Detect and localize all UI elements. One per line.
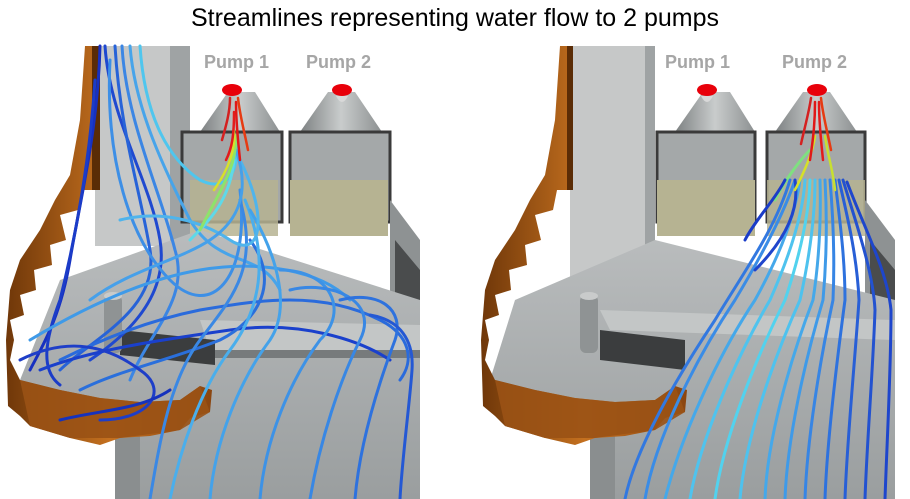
pump2-head bbox=[332, 84, 352, 96]
panel-pump2-running: Pump 1 Pump 2 bbox=[455, 40, 910, 499]
streamlines-right bbox=[623, 96, 893, 499]
pump2-head bbox=[807, 84, 827, 96]
pump1-label: Pump 1 bbox=[204, 52, 270, 72]
panel-pump1-running: Pump 1 Pump 2 bbox=[0, 40, 455, 499]
inlet-channel-wall bbox=[570, 46, 645, 286]
pump1-screen bbox=[657, 180, 755, 236]
pump1-head bbox=[222, 84, 242, 96]
pillar bbox=[580, 295, 598, 353]
divider-wall bbox=[600, 330, 685, 370]
divider-wall bbox=[120, 330, 215, 365]
pump2-label: Pump 2 bbox=[306, 52, 372, 72]
pump2-label: Pump 2 bbox=[782, 52, 848, 72]
pump2-screen bbox=[290, 180, 388, 236]
pump2-housing bbox=[300, 92, 382, 132]
figure-title: Streamlines representing water flow to 2… bbox=[190, 4, 720, 32]
pump1-head bbox=[697, 84, 717, 96]
inlet-channel-wall bbox=[95, 46, 170, 246]
sump-model-left bbox=[6, 44, 420, 499]
pump1-housing bbox=[675, 92, 755, 132]
pump1-label: Pump 1 bbox=[665, 52, 731, 72]
streamlines-left bbox=[18, 44, 414, 499]
sump-model-right bbox=[481, 46, 895, 499]
